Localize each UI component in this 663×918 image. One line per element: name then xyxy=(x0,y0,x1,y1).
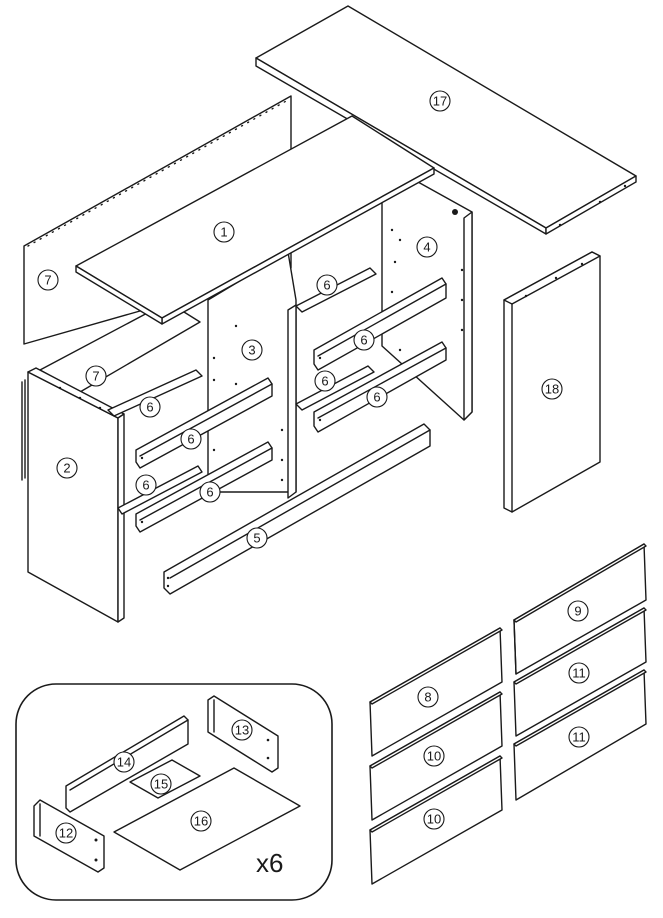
svg-text:12: 12 xyxy=(59,826,73,841)
svg-text:15: 15 xyxy=(154,777,168,792)
svg-text:8: 8 xyxy=(424,690,431,705)
svg-text:6: 6 xyxy=(323,278,330,293)
svg-text:6: 6 xyxy=(373,390,380,405)
svg-text:1: 1 xyxy=(220,225,227,240)
label-11-b: 11 xyxy=(568,726,590,748)
svg-text:6: 6 xyxy=(187,432,194,447)
part-6-rail-left-b xyxy=(117,465,203,515)
label-15: 15 xyxy=(150,773,172,795)
part-3-middle-panel xyxy=(207,251,297,499)
label-16: 16 xyxy=(190,810,212,832)
label-9: 9 xyxy=(567,600,589,622)
part-4-right-side-panel xyxy=(381,147,473,421)
label-6-b: 6 xyxy=(353,329,375,351)
svg-text:14: 14 xyxy=(117,755,131,770)
svg-text:10: 10 xyxy=(427,749,441,764)
label-4: 4 xyxy=(416,236,438,258)
label-2: 2 xyxy=(56,457,78,479)
label-5: 5 xyxy=(246,527,268,549)
label-6-g: 6 xyxy=(135,474,157,496)
part-5-front-rail xyxy=(163,423,431,595)
part-2-left-side-panel xyxy=(21,367,125,623)
label-3: 3 xyxy=(241,339,263,361)
part-6-rail-left-a xyxy=(135,377,273,469)
svg-text:2: 2 xyxy=(63,461,70,476)
label-6-e: 6 xyxy=(139,396,161,418)
label-10-b: 10 xyxy=(423,808,445,830)
drawer-parts-inset: x6 xyxy=(15,683,333,901)
svg-text:7: 7 xyxy=(92,369,99,384)
svg-text:6: 6 xyxy=(206,485,213,500)
label-6-a: 6 xyxy=(316,274,338,296)
svg-text:4: 4 xyxy=(423,240,430,255)
multiplier-text: x6 xyxy=(256,848,283,878)
svg-text:6: 6 xyxy=(146,400,153,415)
label-6-f: 6 xyxy=(180,428,202,450)
label-1: 1 xyxy=(213,221,235,243)
svg-text:17: 17 xyxy=(433,94,447,109)
svg-text:18: 18 xyxy=(545,382,559,397)
label-17: 17 xyxy=(429,90,451,112)
label-14: 14 xyxy=(113,751,135,773)
svg-text:11: 11 xyxy=(572,730,586,745)
svg-text:6: 6 xyxy=(321,374,328,389)
label-11-a: 11 xyxy=(568,662,590,684)
svg-text:13: 13 xyxy=(235,723,249,738)
label-18: 18 xyxy=(541,378,563,400)
svg-text:16: 16 xyxy=(194,814,208,829)
label-7-lower: 7 xyxy=(85,365,107,387)
label-10-a: 10 xyxy=(423,745,445,767)
part-6-rail-left-top xyxy=(107,369,203,417)
svg-text:3: 3 xyxy=(248,343,255,358)
part-1-shelf-board xyxy=(75,115,435,325)
label-8: 8 xyxy=(417,686,439,708)
label-6-c: 6 xyxy=(314,370,336,392)
svg-text:6: 6 xyxy=(142,478,149,493)
svg-text:11: 11 xyxy=(572,666,586,681)
part-17-top-board xyxy=(255,5,637,235)
svg-text:7: 7 xyxy=(44,273,51,288)
svg-text:10: 10 xyxy=(427,812,441,827)
part-6-rail-right-b xyxy=(295,365,375,411)
label-7-upper: 7 xyxy=(37,269,59,291)
label-13: 13 xyxy=(231,719,253,741)
svg-text:5: 5 xyxy=(253,531,260,546)
svg-text:9: 9 xyxy=(574,604,581,619)
part-6-rail-right-a xyxy=(313,277,447,371)
label-12: 12 xyxy=(55,822,77,844)
label-6-h: 6 xyxy=(199,481,221,503)
label-6-d: 6 xyxy=(366,386,388,408)
svg-text:6: 6 xyxy=(360,333,367,348)
